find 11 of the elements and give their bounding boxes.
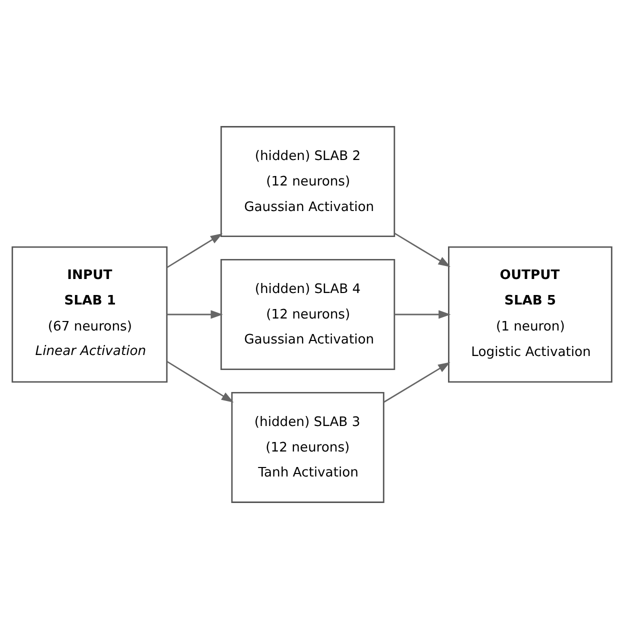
node-box: (hidden) SLAB 2 (12 neurons) Gaussian Activation — [220, 126, 396, 237]
arrow — [383, 362, 450, 402]
node-box: (hidden) SLAB 4 (12 neurons) Gaussian Activation — [220, 258, 396, 370]
arrow — [167, 310, 223, 318]
arrow — [394, 310, 451, 318]
node-box: (hidden) SLAB 3 (12 neurons) Tanh Activation — [231, 391, 384, 502]
arrow — [394, 232, 450, 266]
arrow — [166, 232, 223, 268]
arrow — [166, 360, 234, 402]
node-box: INPUT SLAB 1 (67 neurons) Linear Activation — [12, 246, 168, 382]
node-box: OUTPUT SLAB 5 (1 neuron) Logistic Activation — [448, 246, 612, 382]
